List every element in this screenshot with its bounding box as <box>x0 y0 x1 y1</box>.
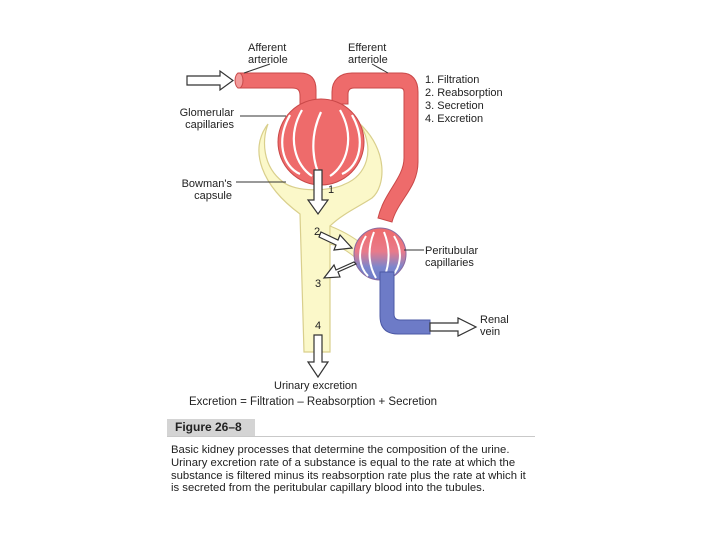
process-item: 3. Secretion <box>425 100 484 112</box>
urinary-excretion-label: Urinary excretion <box>274 380 358 392</box>
afferent-arteriole-label: Afferent arteriole <box>248 42 288 66</box>
renal-vein-label: Renal vein <box>480 314 509 338</box>
process-item: 1. Filtration <box>425 74 480 86</box>
kidney-process-diagram <box>186 63 478 379</box>
venous-outflow-arrow <box>429 317 478 337</box>
bowmans-capsule-label: Bowman's capsule <box>181 178 232 202</box>
figure-label: Figure 26–8 <box>167 419 255 436</box>
blood-inflow-arrow <box>186 69 235 92</box>
secretion-arrow <box>322 261 358 279</box>
arrow-number-4: 4 <box>315 320 322 332</box>
figure-caption: Basic kidney processes that determine th… <box>171 444 526 495</box>
arrow-number-1: 1 <box>328 184 335 196</box>
process-item: 4. Excretion <box>425 113 484 125</box>
arrow-number-3: 3 <box>315 278 322 290</box>
process-item: 2. Reabsorption <box>425 87 503 99</box>
figure-label-bar: Figure 26–8 <box>167 419 535 437</box>
afferent-opening <box>234 72 244 89</box>
peritubular-capillaries-label: Peritubular capillaries <box>425 245 479 269</box>
process-list: 1. Filtration 2. Reabsorption 3. Secreti… <box>425 74 503 126</box>
excretion-arrow <box>306 334 330 379</box>
afferent-arteriole <box>237 72 317 105</box>
glomerular-capillaries-label: Glomerular capillaries <box>179 107 234 131</box>
reabsorption-arrow <box>318 231 354 251</box>
efferent-arteriole-label: Efferent arteriole <box>348 42 388 66</box>
arrow-number-2: 2 <box>314 226 321 238</box>
efferent-arteriole <box>331 72 419 223</box>
equation: Excretion = Filtration – Reabsorption + … <box>189 396 438 408</box>
renal-vein <box>379 271 431 335</box>
filtration-arrow <box>306 169 330 216</box>
leader-lines <box>236 63 424 251</box>
